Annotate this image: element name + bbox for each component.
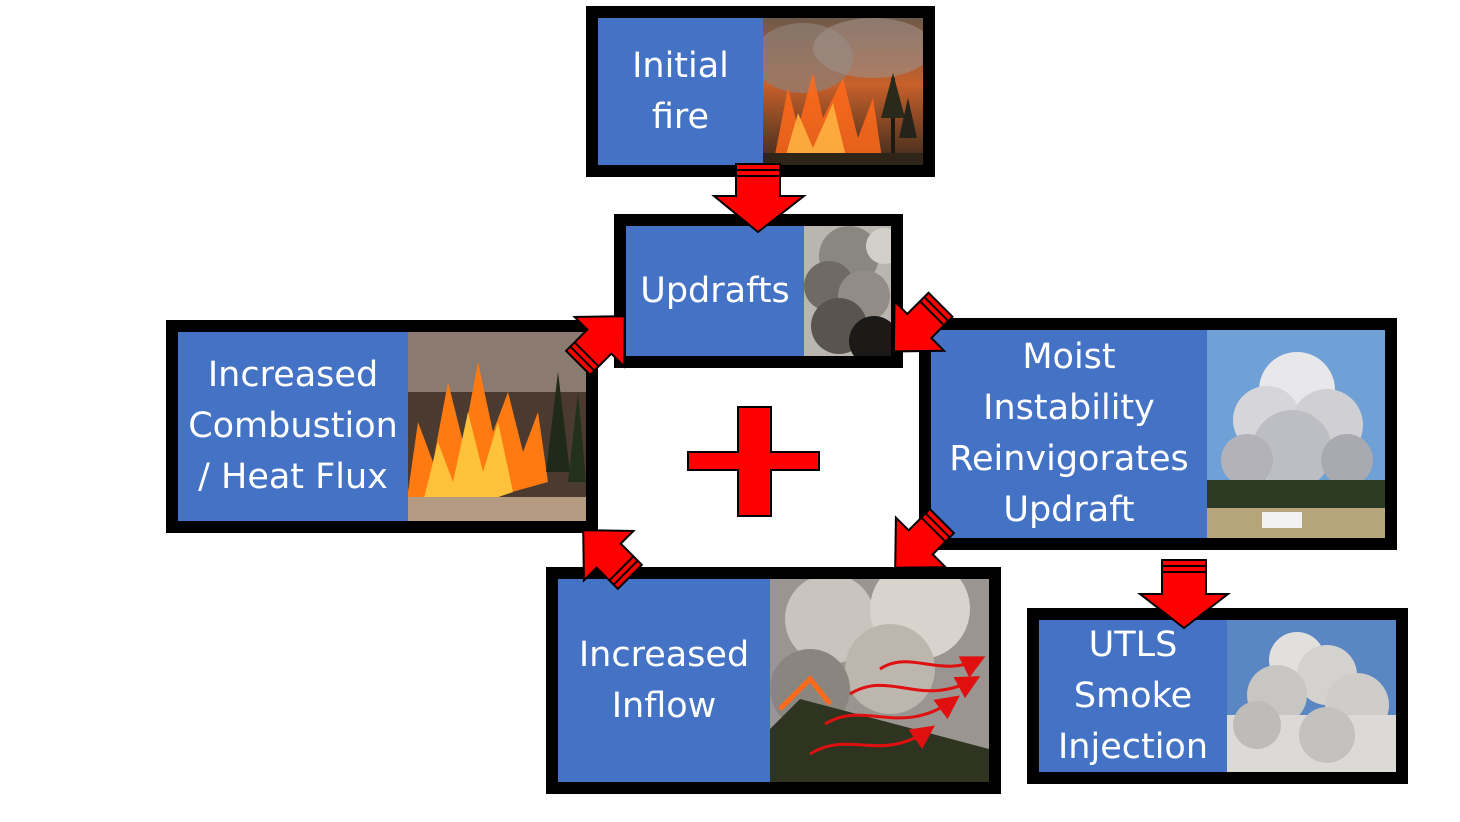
- combustion-label: Increased Combustion / Heat Flux: [188, 355, 398, 497]
- node-label: UTLS Smoke Injection: [1039, 620, 1227, 772]
- inflow-label: Increased Inflow: [578, 634, 750, 726]
- node-label: Initial fire: [598, 18, 763, 165]
- forest-fire-photo: [408, 332, 586, 521]
- node-increased-inflow: Increased Inflow: [546, 567, 1001, 794]
- wildfire-flames-photo: [763, 18, 923, 165]
- node-label: Moist Instability Reinvigorates Updraft: [931, 330, 1207, 538]
- node-label: Increased Inflow: [558, 579, 770, 782]
- moist-label: Moist Instability Reinvigorates Updraft: [949, 337, 1189, 530]
- node-moist-instability: Moist Instability Reinvigorates Updraft: [919, 318, 1397, 550]
- plus-icon: [687, 406, 820, 517]
- node-increased-combustion: Increased Combustion / Heat Flux: [166, 320, 598, 533]
- initial-fire-label: Initial fire: [632, 45, 729, 137]
- utls-label: UTLS Smoke Injection: [1057, 624, 1209, 767]
- node-utls-smoke-injection: UTLS Smoke Injection: [1027, 608, 1408, 784]
- smoke-column-photo: [804, 226, 891, 356]
- node-initial-fire: Initial fire: [586, 6, 935, 177]
- node-label: Increased Combustion / Heat Flux: [178, 332, 408, 521]
- pyrocumulus-cloud-photo: [1207, 330, 1385, 538]
- smoky-forest-with-wind-arrows-photo: [770, 579, 989, 782]
- smoke-cloud-aerial-photo: [1227, 620, 1396, 772]
- node-label: Updrafts: [626, 226, 804, 356]
- updrafts-label: Updrafts: [640, 270, 790, 311]
- node-updrafts: Updrafts: [614, 214, 903, 368]
